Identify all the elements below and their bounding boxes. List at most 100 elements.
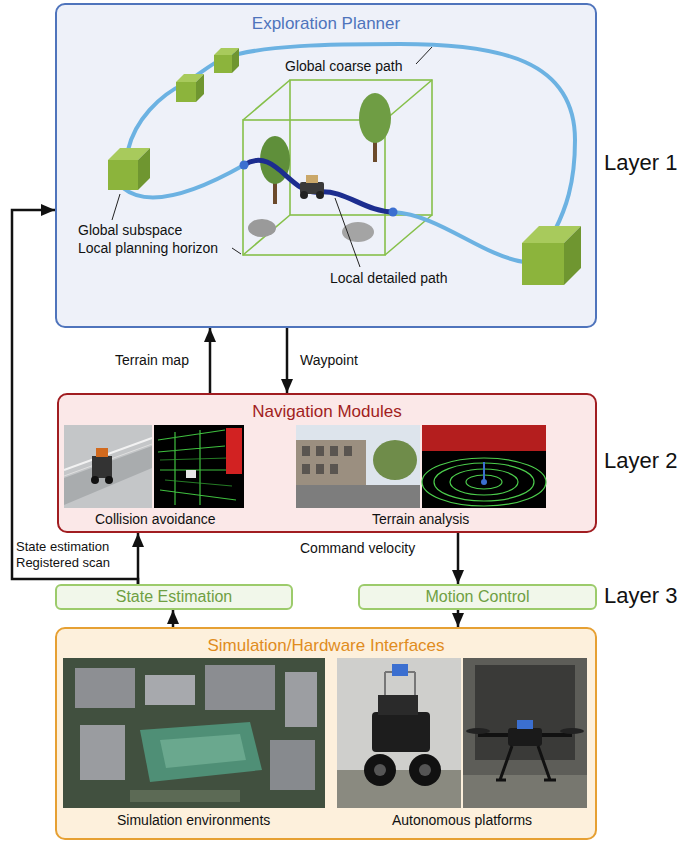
collision-photo xyxy=(64,425,152,508)
flow-arrow xyxy=(137,533,140,584)
process-box: Motion Control xyxy=(358,584,597,610)
path-dot xyxy=(240,161,249,170)
leader-line xyxy=(416,47,432,64)
robot xyxy=(316,191,324,199)
tree xyxy=(260,93,391,204)
terrain-photo xyxy=(316,446,324,456)
wheelchair-photo xyxy=(419,764,431,776)
terrain-scan xyxy=(422,425,546,508)
annotation-label: Global coarse path xyxy=(285,58,403,75)
annotation-label: Terrain analysis xyxy=(372,511,469,528)
flow-arrow xyxy=(286,328,289,393)
process-box: State Estimation xyxy=(55,584,293,610)
edge-label: Terrain map xyxy=(115,352,189,369)
collision-scan xyxy=(154,425,244,508)
node-title: Navigation Modules xyxy=(252,402,401,422)
panel-fill xyxy=(56,4,596,327)
layer-label: Layer 2 xyxy=(604,448,677,474)
terrain-scan xyxy=(422,425,546,508)
layer-label: Layer 3 xyxy=(604,583,677,609)
local-path xyxy=(244,160,393,212)
leader-line xyxy=(335,198,360,267)
terrain-scan xyxy=(422,425,546,451)
horizon-frame xyxy=(243,80,432,255)
drone-photo xyxy=(463,658,587,808)
subspace-cube xyxy=(564,226,581,285)
annotation-label: Local detailed path xyxy=(330,270,448,287)
simulation-city xyxy=(63,658,325,808)
node-title: Simulation/Hardware Interfaces xyxy=(207,636,444,656)
collision-scan xyxy=(186,470,196,478)
node-title: State Estimation xyxy=(116,588,233,606)
robot xyxy=(306,175,318,183)
simulation-city xyxy=(63,658,325,808)
panel-fill xyxy=(56,585,292,609)
subspace-cube xyxy=(108,160,138,190)
leader-line xyxy=(112,194,120,220)
panel-fill xyxy=(56,628,596,839)
terrain-photo xyxy=(373,440,417,480)
collision-photo xyxy=(96,448,108,457)
robot xyxy=(300,191,308,199)
terrain-photo xyxy=(316,464,324,474)
rock xyxy=(248,219,374,242)
terrain-photo xyxy=(330,464,338,474)
drone-photo xyxy=(560,728,584,734)
horizon-frame xyxy=(243,120,385,255)
node-title: Motion Control xyxy=(425,588,529,606)
simulation-city xyxy=(160,734,246,768)
panel-fill xyxy=(359,585,596,609)
horizon-frame xyxy=(290,80,432,215)
annotation-label: Collision avoidance xyxy=(95,511,216,528)
terrain-photo xyxy=(296,425,420,508)
coarse-path xyxy=(123,44,575,262)
collision-scan xyxy=(226,428,242,474)
terrain-photo xyxy=(296,440,366,485)
terrain-scan xyxy=(434,463,534,501)
collision-photo xyxy=(92,456,112,478)
terrain-photo xyxy=(344,446,352,456)
edge-label: Command velocity xyxy=(300,540,415,557)
coarse-path xyxy=(128,44,575,230)
wheelchair-photo xyxy=(337,770,461,808)
path-dot xyxy=(240,161,398,217)
subspace-cube xyxy=(176,82,196,102)
edge-label: State estimation Registered scan xyxy=(16,539,126,571)
wheelchair-photo xyxy=(337,658,461,808)
wheelchair-photo xyxy=(409,754,441,786)
flow-arrow xyxy=(209,328,212,393)
subspace-cube xyxy=(196,74,204,102)
subspace-cube xyxy=(232,48,239,73)
simulation-city xyxy=(140,722,262,782)
layer-panel: Simulation/Hardware Interfaces xyxy=(55,627,597,840)
collision-photo xyxy=(64,446,152,505)
collision-scan xyxy=(154,425,244,508)
collision-scan xyxy=(158,430,236,505)
terrain-scan xyxy=(422,458,546,506)
leader-line xyxy=(232,248,241,254)
annotation-label: Global subspace xyxy=(78,222,182,239)
horizon-frame xyxy=(243,80,432,255)
annotation-label: Autonomous platforms xyxy=(392,812,532,829)
flow-arrow xyxy=(172,610,175,627)
drone-photo xyxy=(508,728,542,746)
terrain-photo xyxy=(330,446,338,456)
flow-arrow xyxy=(457,533,460,584)
node-title: Exploration Planner xyxy=(252,14,400,34)
annotation-label: Simulation environments xyxy=(117,812,270,829)
subspace-cube xyxy=(522,243,564,285)
flow-arrow xyxy=(12,210,138,584)
panel-fill xyxy=(56,4,596,839)
tree xyxy=(359,93,391,143)
coarse-path xyxy=(393,212,524,262)
collision-photo xyxy=(64,425,152,508)
simulation-city xyxy=(270,740,315,790)
simulation-city xyxy=(205,665,275,710)
rock xyxy=(248,219,276,237)
layer-label: Layer 1 xyxy=(604,150,677,176)
wheelchair-photo xyxy=(374,764,386,776)
collision-photo xyxy=(105,476,113,484)
